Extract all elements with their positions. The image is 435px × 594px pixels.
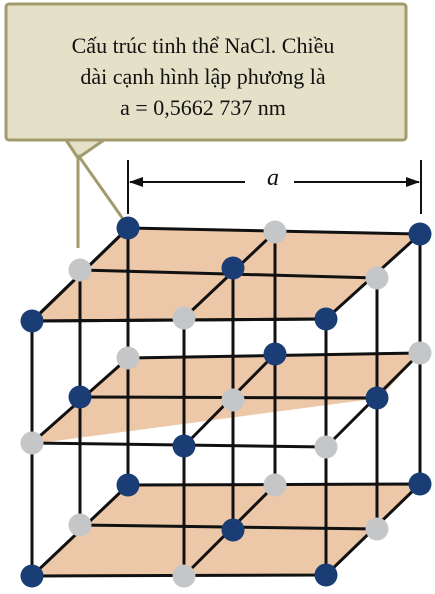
callout-leader-diagonal [76, 154, 130, 227]
ion-cl-dark [116, 216, 140, 240]
ion-cl-dark [221, 518, 245, 542]
ion-na-light [116, 346, 140, 370]
ion-na-light [68, 513, 92, 537]
ion-na-light [221, 388, 245, 412]
ion-cl-dark [408, 472, 432, 496]
ion-cl-dark [68, 385, 92, 409]
ion-na-light [314, 435, 338, 459]
ion-cl-dark [263, 342, 287, 366]
ion-cl-dark [314, 307, 338, 331]
callout-background [4, 2, 408, 142]
callout-text: Cấu trúc tinh thể NaCl. Chiều dài cạnh h… [8, 30, 398, 123]
callout-box [4, 2, 408, 248]
dimension-label: a [267, 165, 279, 191]
ion-na-light [365, 517, 389, 541]
ion-na-light [20, 431, 44, 455]
ion-na-light [68, 258, 92, 282]
ion-cl-dark [221, 256, 245, 280]
ion-na-light [263, 473, 287, 497]
ion-cl-dark [116, 473, 140, 497]
ion-cl-dark [20, 564, 44, 588]
callout-line-1: Cấu trúc tinh thể NaCl. Chiều [71, 33, 335, 58]
ion-cl-dark [365, 386, 389, 410]
callout-line-2: dài cạnh hình lập phương là [80, 64, 326, 89]
dimension-line [127, 160, 422, 214]
ion-cl-dark [172, 434, 196, 458]
ion-na-light [172, 306, 196, 330]
callout-pointer [64, 138, 106, 160]
lattice-ions [20, 216, 432, 588]
callout-line-3: a = 0,5662 737 nm [120, 95, 286, 120]
ion-na-light [263, 220, 287, 244]
ion-na-light [408, 341, 432, 365]
ion-cl-dark [314, 563, 338, 587]
ion-cl-dark [20, 309, 44, 333]
ion-cl-dark [408, 222, 432, 246]
ion-na-light [172, 564, 196, 588]
ion-na-light [365, 266, 389, 290]
